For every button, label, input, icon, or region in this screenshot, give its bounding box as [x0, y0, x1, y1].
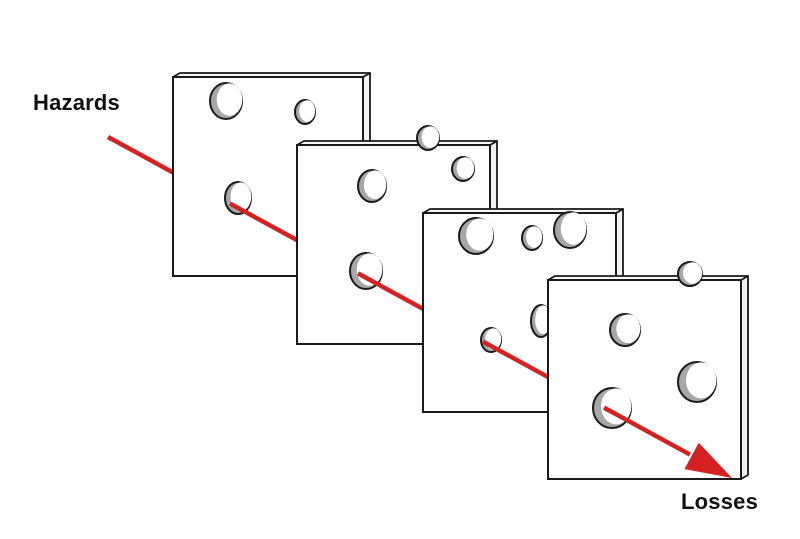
hole-1 [209, 82, 243, 120]
hole-opening [299, 100, 316, 122]
hole-opening [230, 182, 252, 212]
trajectory-segment-4 [602, 405, 692, 457]
hole-3 [677, 361, 717, 403]
trajectory-segment-3 [481, 339, 550, 380]
hole-1 [677, 261, 703, 287]
trajectory-segment-1 [228, 201, 299, 243]
hole-3 [451, 156, 475, 182]
hole-opening [363, 170, 387, 200]
hole-1 [416, 125, 440, 151]
hole-opening [466, 218, 494, 251]
trajectory-segment-2 [356, 271, 425, 311]
hole-2 [294, 99, 316, 125]
hole-1 [458, 217, 494, 255]
hole-2 [521, 225, 543, 251]
hole-opening [560, 212, 587, 245]
losses-label: Losses [681, 489, 759, 514]
hole-opening [683, 262, 703, 284]
hole-3 [553, 211, 587, 249]
barrier-slice-4 [547, 261, 749, 480]
hole-opening [421, 126, 440, 148]
arrow-head-icon [684, 442, 732, 478]
hazards-label: Hazards [33, 90, 120, 115]
trajectory-segment-0 [106, 135, 175, 175]
hole-opening [685, 362, 717, 399]
hole-opening [456, 157, 475, 179]
hole-opening [526, 226, 543, 248]
hole-opening [600, 388, 632, 425]
hole-opening [616, 314, 641, 344]
hole-2 [609, 313, 641, 347]
hole-4 [592, 387, 632, 429]
slice-side-edge [740, 275, 749, 480]
hole-opening [216, 83, 243, 116]
hole-2 [357, 169, 387, 203]
